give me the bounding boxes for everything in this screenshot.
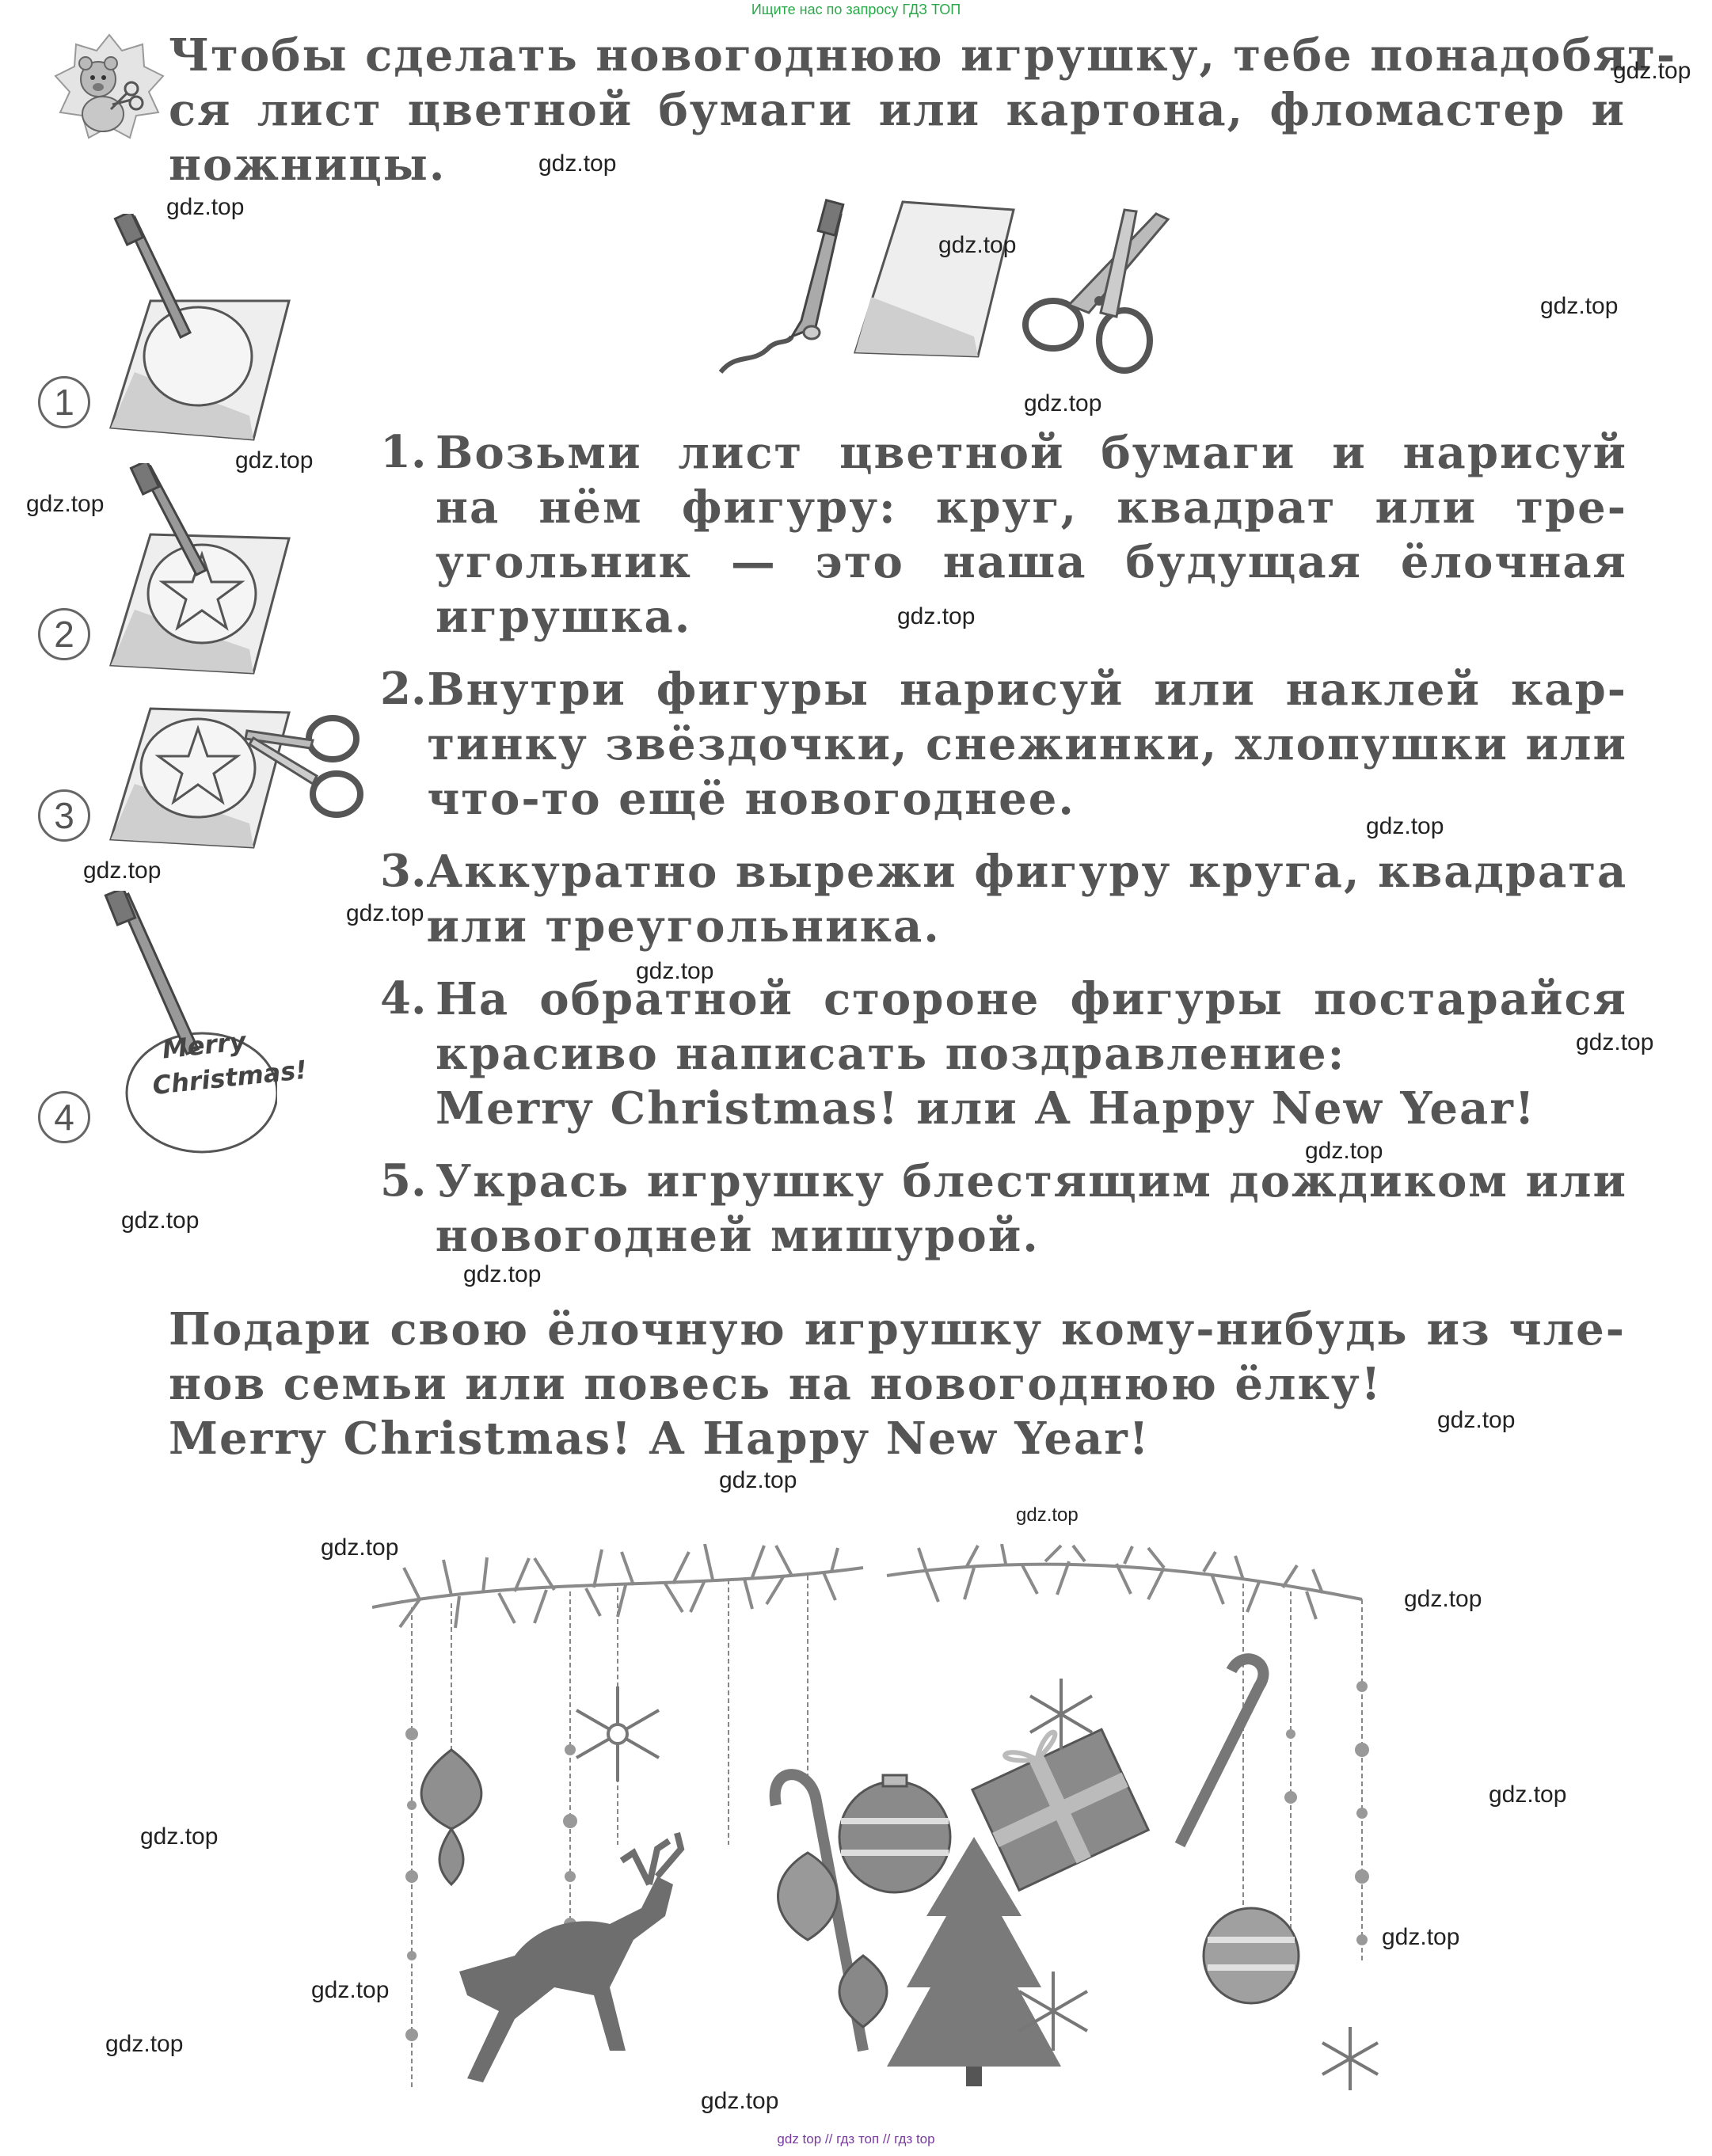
watermark: gdz.top bbox=[1404, 1586, 1482, 1612]
watermark: gdz.top bbox=[1437, 1407, 1516, 1433]
step-4: 4. На обратной стороне фигуры постарайся… bbox=[380, 972, 1627, 1136]
watermark: gdz.top bbox=[1024, 390, 1102, 416]
watermark: gdz.top bbox=[463, 1261, 542, 1287]
watermark: gdz.top bbox=[121, 1207, 200, 1234]
card-greeting: Merry Christmas! bbox=[147, 1022, 309, 1103]
reindeer-icon bbox=[459, 1832, 685, 2082]
step-5: 5. Укрась игрушку блестящим дождиком или… bbox=[380, 1154, 1627, 1264]
intro-line: Чтобы сделать новогоднюю игрушку, тебе п… bbox=[169, 29, 1677, 82]
watermark: gdz.top bbox=[1382, 1924, 1460, 1950]
step-1: 1. Возьми лист цветной бумаги и нарисуй … bbox=[380, 426, 1627, 645]
step-line: Merry Christmas! или A Happy New Year! bbox=[436, 1082, 1536, 1135]
step-number: 5. bbox=[380, 1154, 427, 1207]
watermark: gdz.top bbox=[938, 232, 1017, 258]
watermark: gdz.top bbox=[538, 150, 617, 177]
step-label-4: 4 bbox=[38, 1091, 90, 1143]
step-line: Возьми лист цветной бумаги и нарисуй bbox=[436, 427, 1627, 479]
snowflake-icon bbox=[1018, 1679, 1379, 2090]
step-line: красиво написать поздравление: bbox=[436, 1028, 1346, 1080]
bottom-banner[interactable]: gdz top // гдз топ // гдз top bbox=[777, 2131, 935, 2146]
step-label-2: 2 bbox=[38, 608, 90, 660]
gift-icon bbox=[970, 1728, 1151, 1892]
watermark: gdz.top bbox=[346, 900, 424, 926]
paper-icon bbox=[853, 200, 1015, 358]
step-number: 3. bbox=[380, 845, 427, 897]
bauble-icon bbox=[777, 1774, 1300, 2029]
step-illustration-3 bbox=[103, 701, 372, 851]
closing-line: Merry Christmas! A Happy New Year! bbox=[169, 1413, 1151, 1465]
step-number: 1. bbox=[380, 426, 427, 478]
top-banner[interactable]: Ищите нас по запросу ГДЗ ТОП bbox=[751, 2, 961, 17]
watermark: gdz.top bbox=[140, 1823, 219, 1850]
step-label-1: 1 bbox=[38, 376, 90, 428]
step-line: Внутри фигуры нарисуй или наклей кар- bbox=[427, 664, 1627, 716]
watermark: gdz.top bbox=[166, 194, 245, 220]
step-number: 2. bbox=[380, 663, 427, 715]
materials-illustration bbox=[713, 194, 1180, 384]
pine-branches bbox=[372, 1544, 1363, 1629]
watermark: gdz.top bbox=[701, 2088, 779, 2114]
watermark: gdz.top bbox=[26, 491, 105, 517]
closing-line: Подари свою ёлочную игрушку кому-нибудь … bbox=[169, 1303, 1626, 1356]
snowflake-icon bbox=[576, 1686, 660, 1781]
step-line: угольник — это наша будущая ёлочная bbox=[436, 536, 1627, 588]
step-line: Укрась игрушку блестящим дождиком или bbox=[435, 1155, 1627, 1207]
intro-paragraph: Чтобы сделать новогоднюю игрушку, тебе п… bbox=[169, 29, 1677, 192]
steps-list: 1. Возьми лист цветной бумаги и нарисуй … bbox=[380, 426, 1627, 1264]
step-2: 2. Внутри фигуры нарисуй или наклей кар-… bbox=[380, 663, 1627, 827]
watermark: gdz.top bbox=[83, 857, 162, 884]
closing-line: нов семьи или повесь на новогоднюю ёлку! bbox=[169, 1358, 1383, 1410]
step-line: что-то ещё новогоднее. bbox=[427, 773, 1075, 825]
step-3: 3. Аккуратно вырежи фигуру круга, квадра… bbox=[380, 845, 1627, 954]
watermark: gdz.top bbox=[105, 2031, 184, 2057]
watermark: gdz.top bbox=[311, 1977, 390, 2003]
watermark: gdz.top bbox=[636, 958, 714, 984]
watermark: gdz.top bbox=[321, 1534, 399, 1561]
step-number: 4. bbox=[380, 972, 427, 1025]
closing-paragraph: Подари свою ёлочную игрушку кому-нибудь … bbox=[169, 1302, 1626, 1466]
step-line: игрушка. bbox=[436, 591, 692, 643]
step-line: новогодней мишурой. bbox=[435, 1210, 1040, 1262]
step-line: Аккуратно вырежи фигуру круга, квадрата bbox=[426, 846, 1628, 898]
watermark: gdz.top bbox=[1016, 1504, 1079, 1526]
intro-line: ся лист цветной бумаги или картона, флом… bbox=[169, 84, 1626, 136]
step-illustration-4 bbox=[103, 891, 277, 1160]
step-illustration-1 bbox=[103, 214, 293, 443]
watermark: gdz.top bbox=[1489, 1781, 1567, 1808]
watermark: gdz.top bbox=[719, 1467, 797, 1493]
step-line: на нём фигуру: круг, квадрат или тре- bbox=[436, 481, 1627, 534]
step-illustration-2 bbox=[103, 463, 293, 677]
candy-cane-icon bbox=[769, 1653, 1269, 2052]
christmas-tree-icon bbox=[887, 1837, 1061, 2086]
watermark: gdz.top bbox=[1613, 58, 1691, 84]
watermark: gdz.top bbox=[1540, 293, 1619, 319]
scissors-icon bbox=[244, 715, 363, 818]
step-label-3: 3 bbox=[38, 789, 90, 842]
watermark: gdz.top bbox=[1305, 1138, 1383, 1164]
scissors-icon bbox=[1022, 208, 1170, 374]
step-line: или треугольника. bbox=[426, 900, 941, 953]
watermark: gdz.top bbox=[897, 603, 976, 629]
watermark: gdz.top bbox=[1576, 1029, 1654, 1055]
christmas-decorations bbox=[372, 1544, 1402, 2098]
marker-icon bbox=[718, 198, 845, 374]
intro-line: ножницы. bbox=[169, 139, 447, 191]
bauble-icon bbox=[420, 1748, 483, 1887]
watermark: gdz.top bbox=[1366, 813, 1444, 839]
bear-scissors-icon bbox=[54, 33, 165, 144]
watermark: gdz.top bbox=[235, 447, 314, 473]
step-line: На обратной стороне фигуры постарайся bbox=[436, 973, 1627, 1025]
step-line: тинку звёздочки, снежинки, хлопушки или bbox=[427, 718, 1627, 770]
